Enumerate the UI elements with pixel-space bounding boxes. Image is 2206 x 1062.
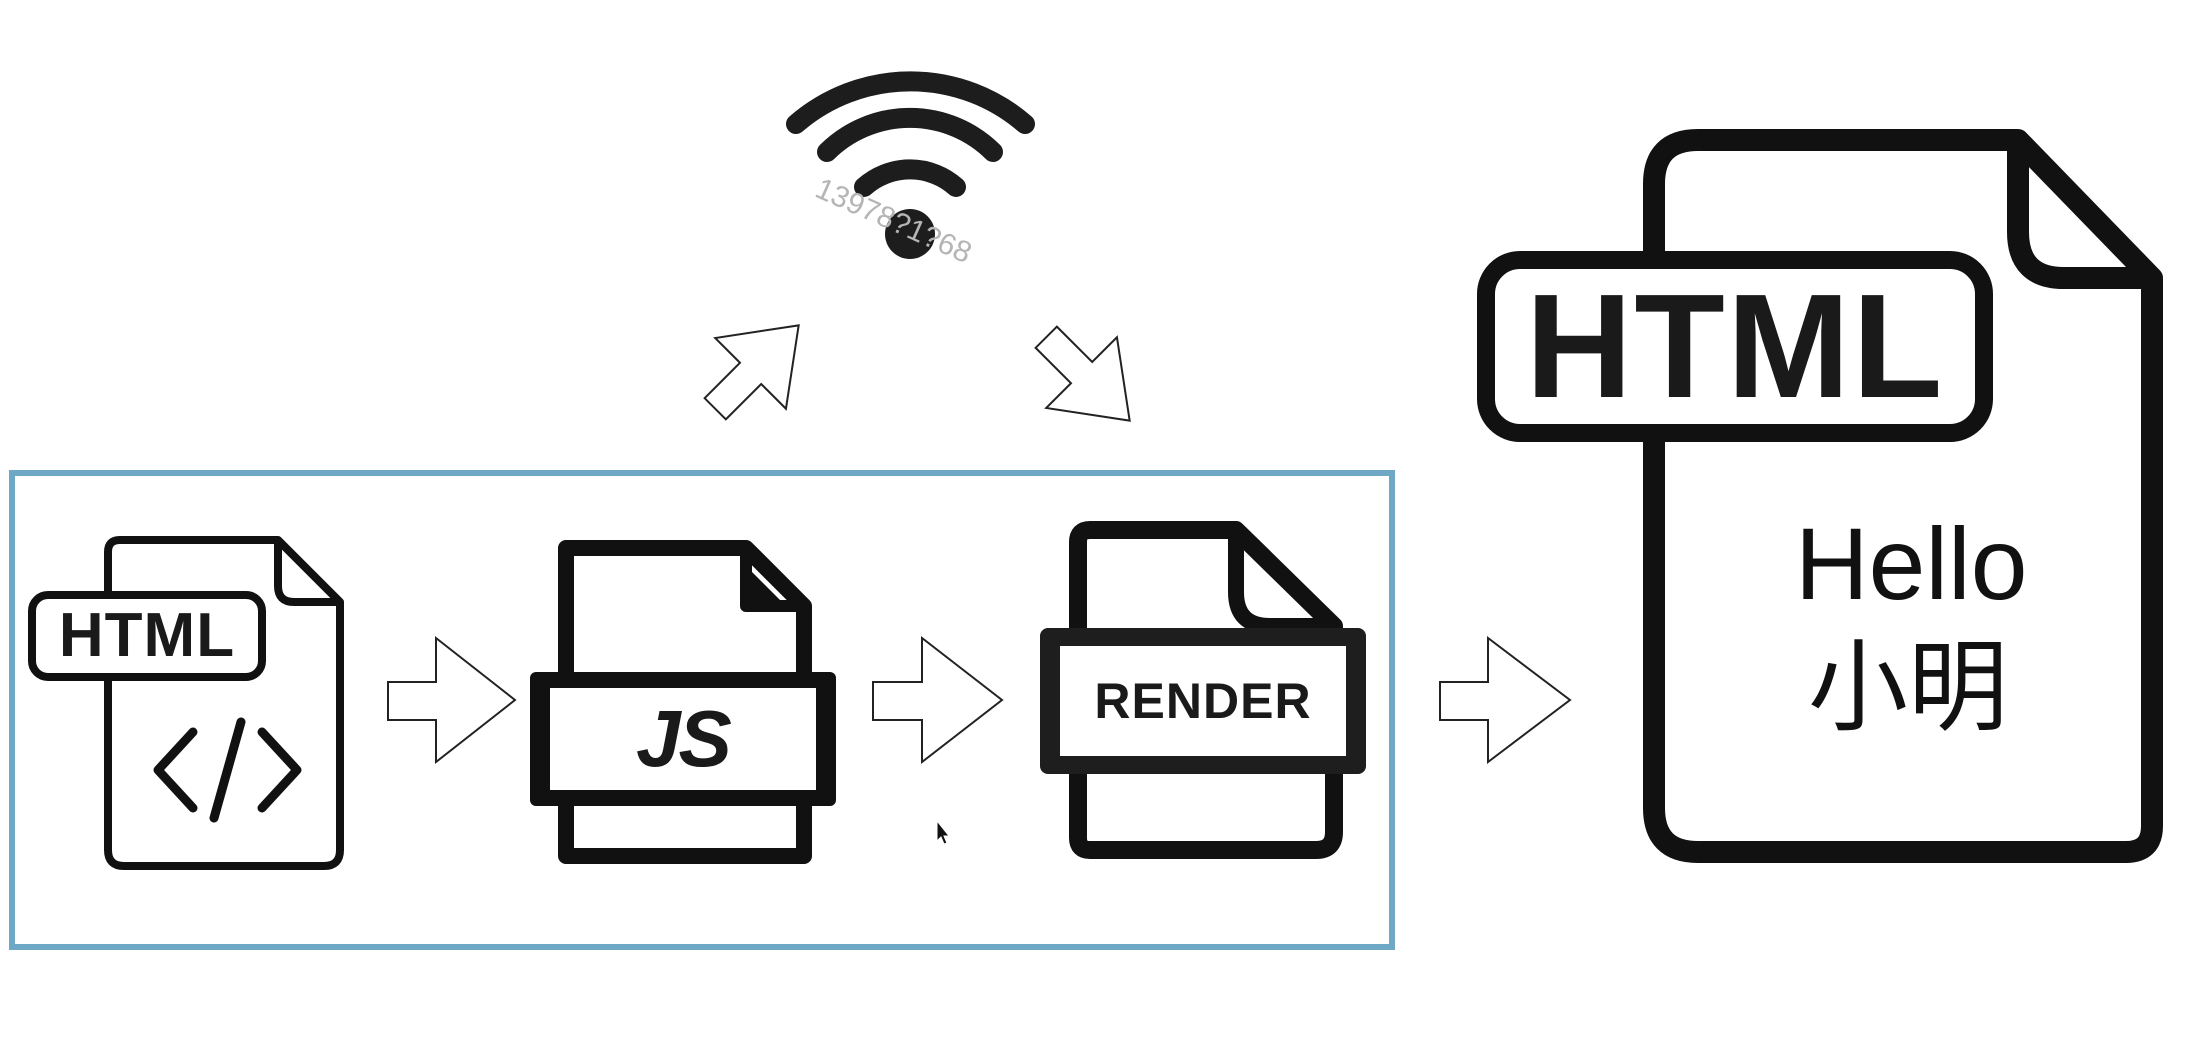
output-greeting-line1: Hello (1795, 507, 2028, 621)
js-badge-label: JS (636, 694, 732, 783)
render-badge-label: RENDER (1094, 673, 1312, 729)
html-source-badge-label: HTML (58, 601, 236, 670)
html-output-badge-label: HTML (1525, 264, 1945, 429)
output-greeting-line2: 小明 (1808, 629, 2008, 746)
